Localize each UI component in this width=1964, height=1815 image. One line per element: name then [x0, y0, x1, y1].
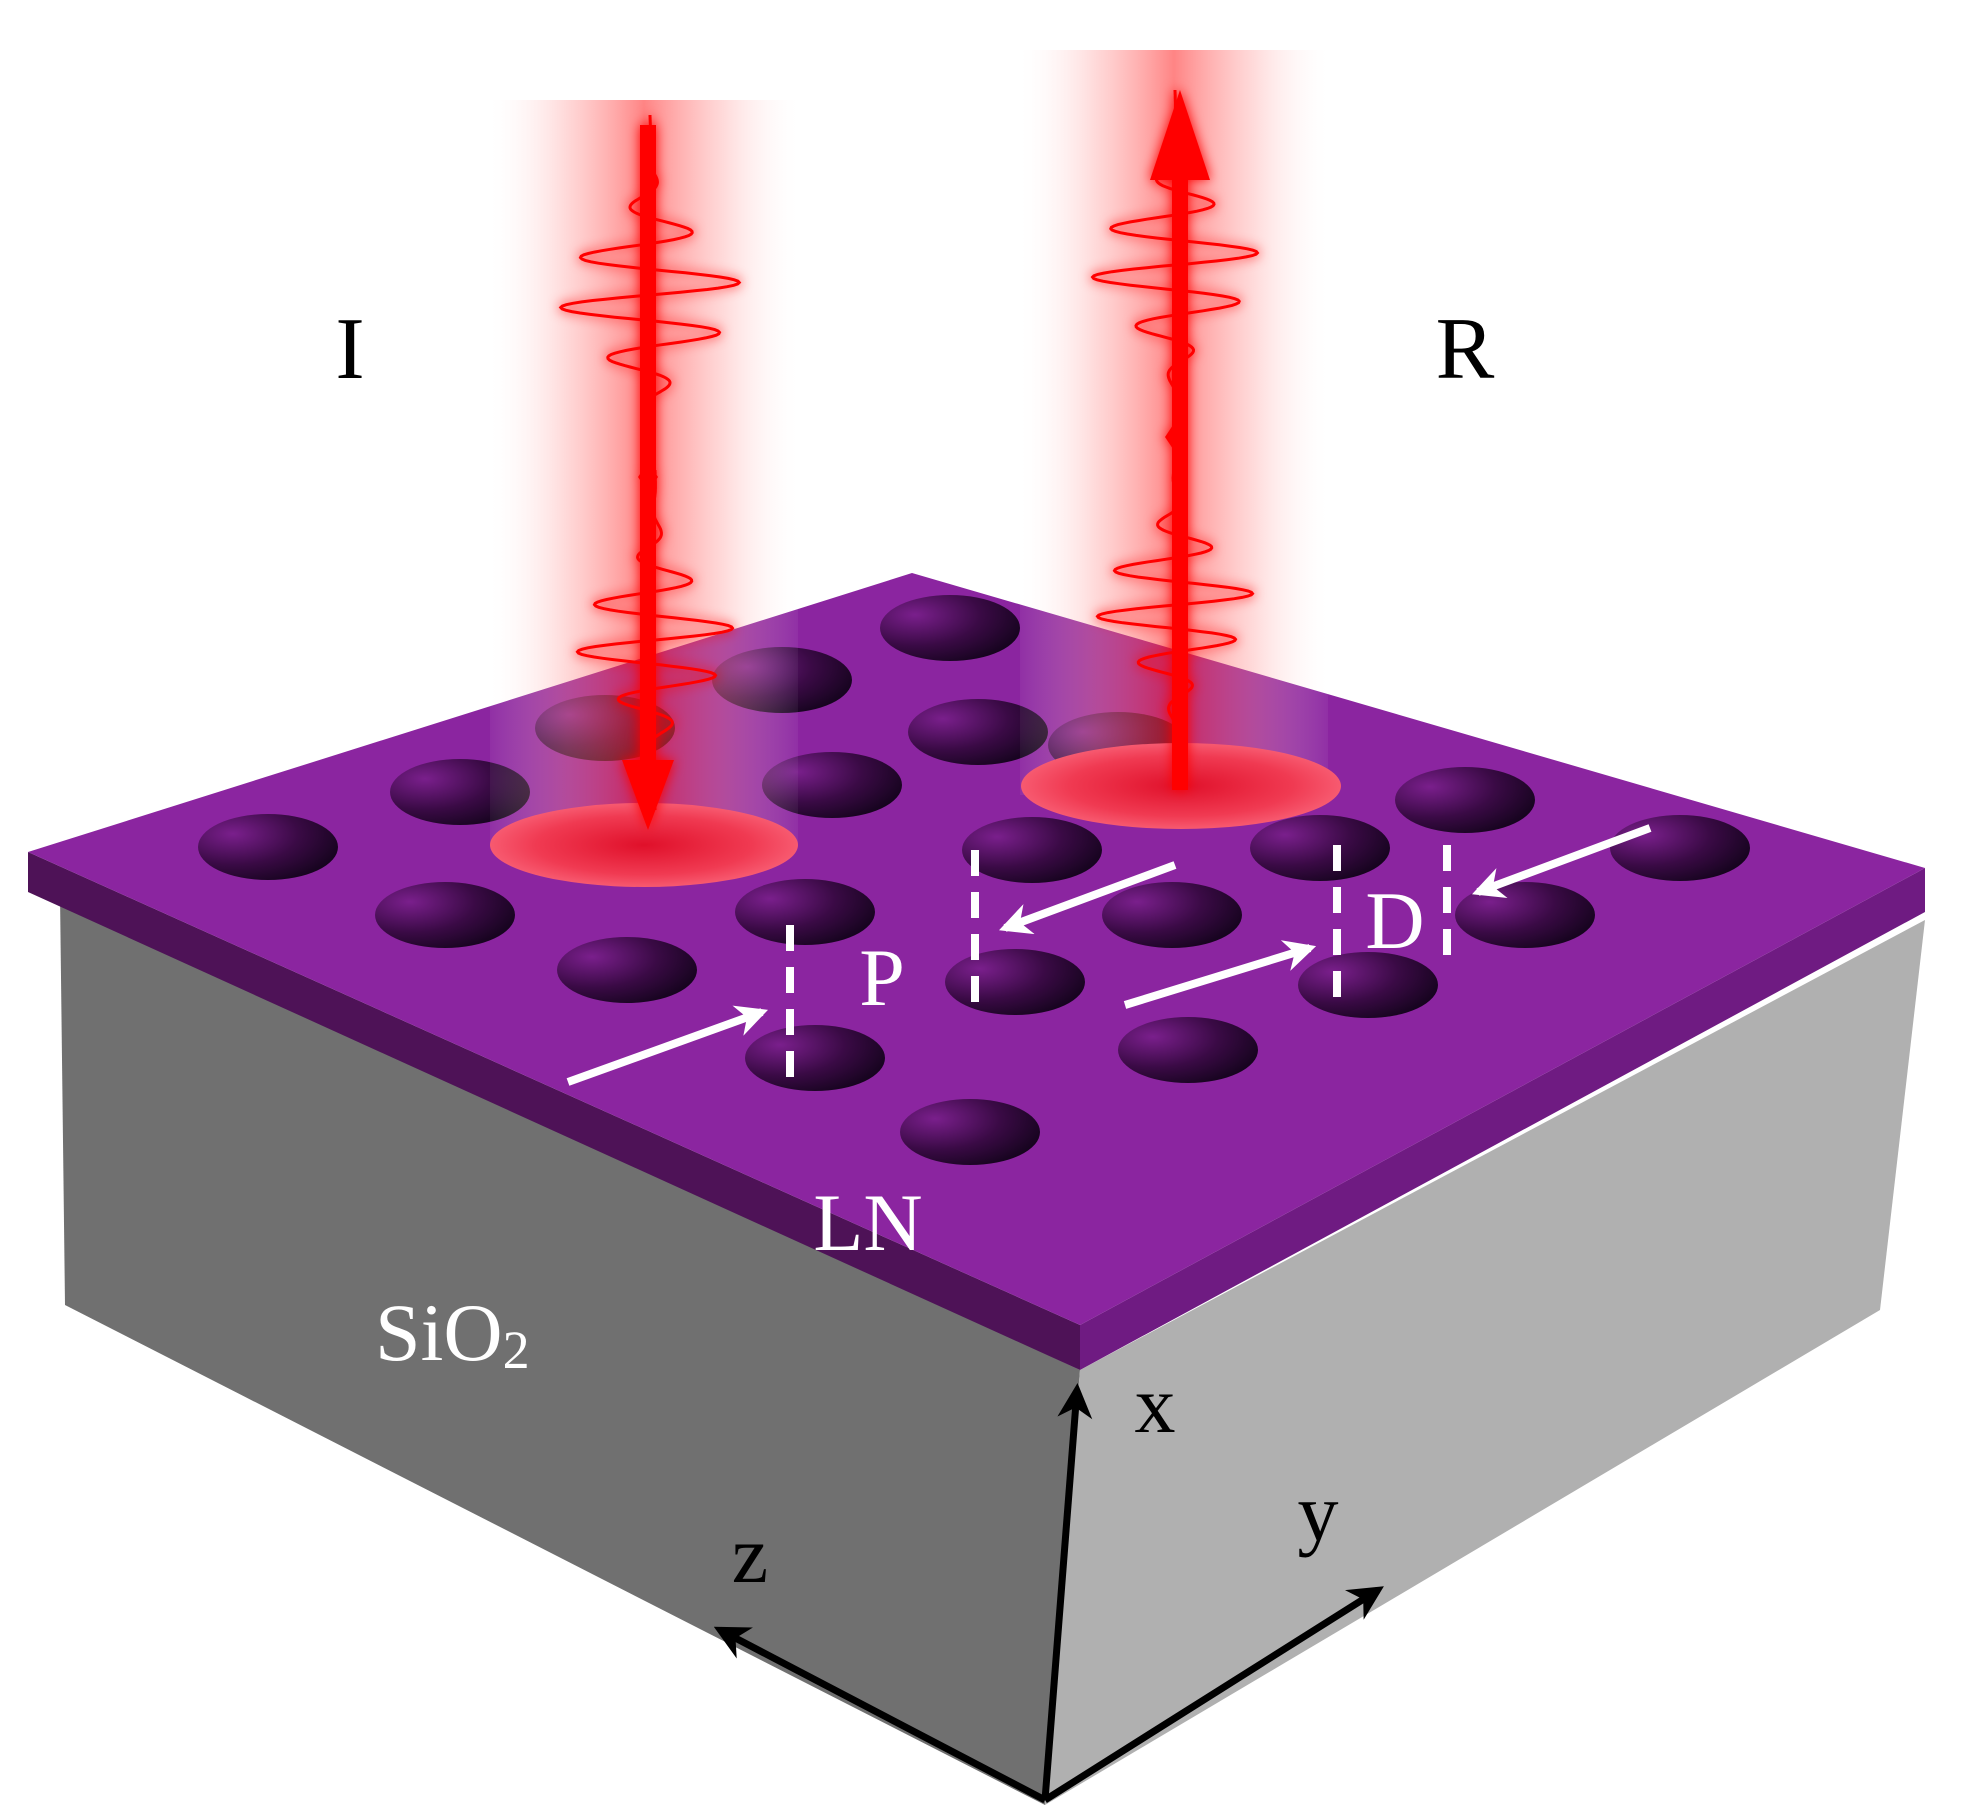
- air-hole: [1455, 882, 1595, 948]
- air-hole: [745, 1025, 885, 1091]
- incident-label: I: [335, 301, 364, 398]
- ln-label: LN: [813, 1177, 922, 1268]
- air-hole: [880, 595, 1020, 661]
- sio2-substrate: [60, 895, 1925, 1805]
- sio2-label: SiO2: [375, 1287, 530, 1380]
- incident-wave-packet-upper: [558, 115, 742, 475]
- air-hole: [908, 699, 1048, 765]
- air-hole: [735, 879, 875, 945]
- y-axis-arrow: [1043, 1586, 1384, 1803]
- incident-beam-spot: [490, 803, 798, 887]
- incident-beam-arrowhead: [622, 760, 674, 830]
- air-hole: [1250, 815, 1390, 881]
- air-hole: [1298, 952, 1438, 1018]
- x-axis-arrow: [1041, 1383, 1093, 1801]
- reflected-node-marker: [1165, 422, 1185, 452]
- period-annotation: P: [566, 850, 1177, 1086]
- air-hole: [962, 817, 1102, 883]
- period-arrow-right: [998, 861, 1177, 935]
- air-hole: [1102, 882, 1242, 948]
- ln-right-face: [1080, 868, 1925, 1370]
- x-axis-label: x: [1135, 1359, 1176, 1450]
- incident-wave-packet-lower: [575, 470, 735, 810]
- sio2-right-face: [1045, 920, 1925, 1805]
- period-arrow-left: [566, 1005, 769, 1086]
- period-label: P: [859, 932, 905, 1023]
- diameter-annotation: D: [1123, 824, 1652, 1009]
- reflected-wave-packet-lower: [1095, 440, 1255, 770]
- y-axis-label: y: [1298, 1467, 1339, 1558]
- diameter-label: D: [1365, 875, 1424, 966]
- z-axis-label: z: [732, 1509, 768, 1600]
- reflected-wave-packet-upper: [1090, 90, 1260, 440]
- sio2-label-subscript: 2: [503, 1320, 530, 1380]
- air-hole: [557, 937, 697, 1003]
- air-hole: [375, 882, 515, 948]
- diameter-arrow-right: [1472, 824, 1652, 899]
- incident-node-marker: [638, 462, 658, 492]
- air-hole: [900, 1099, 1040, 1165]
- ln-front-face: [28, 852, 1080, 1370]
- incident-beam: [490, 100, 798, 887]
- air-hole: [198, 814, 338, 880]
- air-hole: [1610, 815, 1750, 881]
- sio2-label-main: SiO: [375, 1287, 503, 1378]
- z-axis-arrow: [713, 1626, 1047, 1804]
- reflected-label: R: [1436, 301, 1495, 398]
- sio2-front-face: [60, 895, 1080, 1805]
- reflected-beam-arrowhead: [1150, 90, 1210, 180]
- reflected-beam: [1020, 50, 1341, 829]
- air-hole: [1118, 1017, 1258, 1083]
- air-hole: [1395, 767, 1535, 833]
- air-hole: [945, 949, 1085, 1015]
- diameter-arrow-left: [1123, 940, 1317, 1009]
- coordinate-axes: x y z: [713, 1359, 1384, 1804]
